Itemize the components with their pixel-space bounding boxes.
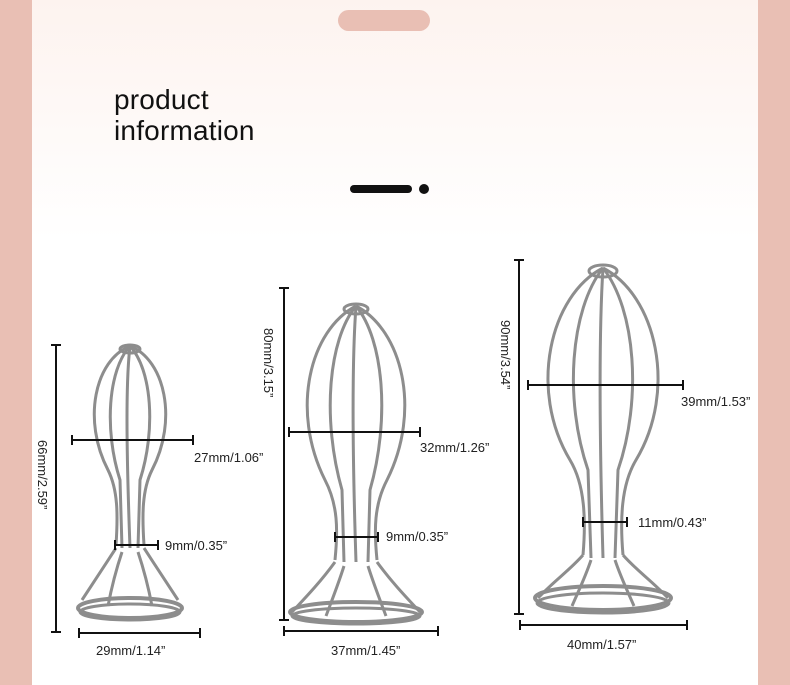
product-medium-height-label: 80mm/3.15” [261,328,276,398]
product-large-height-label: 90mm/3.54” [498,320,513,390]
product-small-height-label: 66mm/2.59” [35,440,50,510]
product-small-neck-label: 9mm/0.35” [165,538,228,553]
product-medium-base-label: 37mm/1.45” [331,643,401,658]
product-small-cage [76,343,184,622]
product-large-cage [533,263,673,615]
product-large-base-label: 40mm/1.57” [567,637,637,652]
product-large-neck-label: 11mm/0.43” [638,515,707,530]
page-title: product information [114,84,255,146]
product-small-width-label: 27mm/1.06” [194,450,264,465]
product-medium-neck-label: 9mm/0.35” [386,529,449,544]
decor-dash [350,185,412,193]
title-line-2: information [114,115,255,146]
product-medium-width-label: 32mm/1.26” [420,440,490,455]
top-tab-indicator [338,10,430,31]
title-line-1: product [114,84,209,115]
product-medium-cage [288,302,424,626]
product-small-dimensions [51,344,201,638]
decor-dot [419,184,429,194]
product-small-base-label: 29mm/1.14” [96,643,166,658]
product-large-dimensions [514,259,688,630]
product-medium-dimensions [279,287,439,636]
product-large-width-label: 39mm/1.53” [681,394,751,409]
